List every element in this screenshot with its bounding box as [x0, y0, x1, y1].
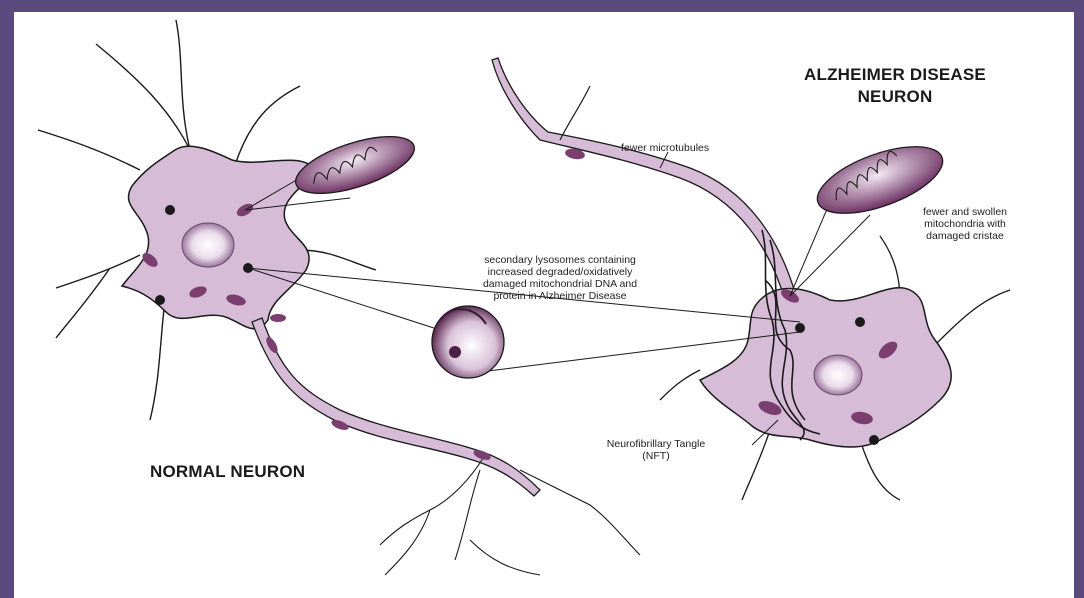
- swollen-mito-line1: fewer and swollen: [900, 206, 1030, 218]
- lysosome-label: secondary lysosomes containing increased…: [430, 254, 690, 302]
- lysosome-line1: secondary lysosomes containing: [430, 254, 690, 266]
- swollen-mito-line2: mitochondria with: [900, 218, 1030, 230]
- lysosome-line2: increased degraded/oxidatively: [430, 266, 690, 278]
- lysosome-line3: damaged mitochondrial DNA and: [430, 278, 690, 290]
- lysosome-line4: protein in Alzheimer Disease: [430, 290, 690, 302]
- nft-label: Neurofibrillary Tangle (NFT): [586, 438, 726, 462]
- nft-line1: Neurofibrillary Tangle: [586, 438, 726, 450]
- swollen-mito-line3: damaged cristae: [900, 230, 1030, 242]
- alzheimer-title: ALZHEIMER DISEASE NEURON: [770, 64, 1020, 108]
- nft-line2: (NFT): [586, 450, 726, 462]
- normal-nucleus: [182, 223, 234, 267]
- fewer-microtubules-label: fewer microtubules: [621, 142, 709, 154]
- swollen-mitochondria-label: fewer and swollen mitochondria with dama…: [900, 206, 1030, 242]
- alzheimer-title-line1: ALZHEIMER DISEASE: [770, 64, 1020, 86]
- ad-nucleus: [814, 355, 862, 395]
- alzheimer-title-line2: NEURON: [770, 86, 1020, 108]
- normal-title: NORMAL NEURON: [150, 462, 305, 482]
